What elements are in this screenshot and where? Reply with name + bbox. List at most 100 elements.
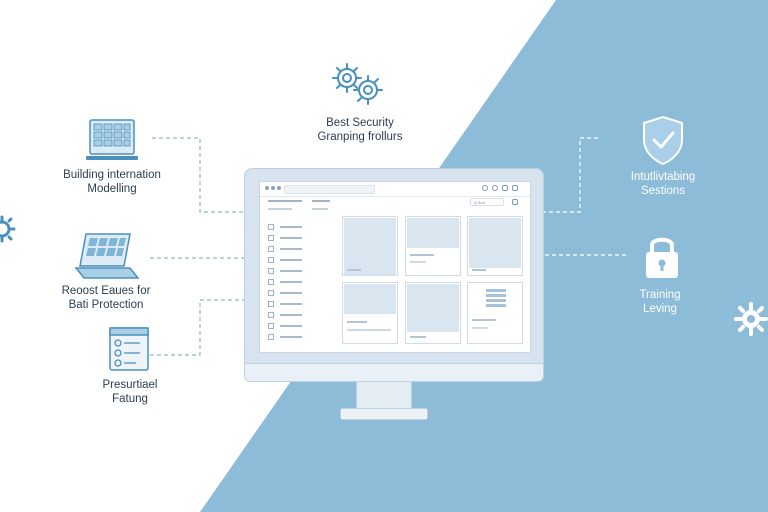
content-card[interactable] xyxy=(467,216,523,276)
card-thumbnail xyxy=(344,284,396,314)
sidebar-item[interactable] xyxy=(268,334,308,340)
label-left-bottom-line2: Fatung xyxy=(112,393,148,405)
sidebar-header-bar xyxy=(268,200,302,202)
sidebar-item[interactable] xyxy=(268,268,308,274)
checklist-window-icon xyxy=(109,327,149,371)
content-card[interactable] xyxy=(467,282,523,344)
connector-left-bottom xyxy=(150,299,244,356)
label-right-mid: Training Leving xyxy=(610,288,710,316)
label-right-mid-line2: Leving xyxy=(643,303,677,315)
sidebar-item[interactable] xyxy=(268,235,308,241)
shield-check-icon xyxy=(643,115,683,166)
window-dot xyxy=(265,186,269,190)
sidebar-item-icon xyxy=(268,290,274,296)
label-right-top: Intutlivtabing Sestions xyxy=(598,170,728,198)
sidebar-item-text xyxy=(280,303,302,305)
gear-icon-left-edge xyxy=(0,215,16,243)
label-left-mid: Reoost Eaues for Bati Protection xyxy=(36,284,176,312)
card-title-bar xyxy=(347,321,367,323)
address-bar[interactable] xyxy=(284,185,375,194)
window-dot xyxy=(271,186,275,190)
connector-left-top xyxy=(152,137,244,213)
card-caption-bar xyxy=(472,269,486,271)
sidebar-item[interactable] xyxy=(268,312,308,318)
card-thumbnail xyxy=(407,284,459,332)
label-right-mid-line1: Training xyxy=(639,289,681,301)
label-right-top-line2: Sestions xyxy=(640,185,686,197)
sidebar-item-icon xyxy=(268,334,274,340)
card-thumbnail xyxy=(407,218,459,248)
sidebar-header-bar xyxy=(312,208,328,210)
label-left-bottom: Presurtiael Fatung xyxy=(70,378,190,406)
monitor-neck xyxy=(356,382,412,408)
sidebar-item-icon xyxy=(268,246,274,252)
sidebar-item[interactable] xyxy=(268,257,308,263)
sidebar-item-text xyxy=(280,237,302,239)
card-grid-thumbnail xyxy=(486,287,506,307)
sidebar-item[interactable] xyxy=(268,224,308,230)
sidebar-item-text xyxy=(280,248,302,250)
sidebar-item-icon xyxy=(268,301,274,307)
sidebar-item-icon xyxy=(268,323,274,329)
sidebar-item[interactable] xyxy=(268,290,308,296)
card-thumbnail xyxy=(344,218,396,275)
monitor-bezel: Q find xyxy=(244,168,544,364)
label-left-top: Building internation Modelling xyxy=(44,168,180,196)
sidebar-item-text xyxy=(280,281,302,283)
card-text-bar xyxy=(472,327,488,329)
connector-right-top xyxy=(544,137,598,213)
sidebar-item-text xyxy=(280,292,302,294)
refresh-icon[interactable] xyxy=(492,185,498,191)
card-text-bar xyxy=(410,261,426,263)
label-left-top-line1: Building internation xyxy=(63,169,161,181)
monitor-screen: Q find xyxy=(259,181,531,353)
sidebar-item-icon xyxy=(268,224,274,230)
window-dot xyxy=(277,186,281,190)
card-caption-bar xyxy=(347,269,361,271)
search-input[interactable]: Q find xyxy=(470,198,504,206)
label-top-center-line2: Granping frollurs xyxy=(317,131,403,143)
label-right-top-line1: Intutlivtabing xyxy=(630,171,696,183)
sidebar-item-text xyxy=(280,226,302,228)
sidebar-item-text xyxy=(280,259,302,261)
gear-icon-right-edge xyxy=(734,302,768,336)
content-card[interactable] xyxy=(342,282,398,344)
sidebar-item-icon xyxy=(268,235,274,241)
sidebar-item[interactable] xyxy=(268,301,308,307)
sidebar-header-bar xyxy=(312,200,330,202)
gears-icon xyxy=(332,63,383,105)
settings-icon[interactable] xyxy=(502,185,508,191)
card-text-bar xyxy=(347,329,391,331)
label-top-center: Best Security Granping frollurs xyxy=(290,116,430,144)
sidebar-item[interactable] xyxy=(268,246,308,252)
label-top-center-line1: Best Security xyxy=(326,117,394,129)
content-card[interactable] xyxy=(405,216,461,276)
browser-toolbar xyxy=(260,182,530,197)
padlock-icon xyxy=(646,237,678,278)
sidebar-item-icon xyxy=(268,257,274,263)
sidebar-header-bar xyxy=(268,208,292,210)
content-card[interactable] xyxy=(342,216,398,276)
monitor-base xyxy=(340,408,428,420)
sidebar-item-icon xyxy=(268,312,274,318)
label-left-top-line2: Modelling xyxy=(87,183,137,195)
card-title-bar xyxy=(410,254,434,256)
content-card[interactable] xyxy=(405,282,461,344)
monitor-chin xyxy=(244,364,544,382)
desktop-monitor: Q find xyxy=(244,168,544,382)
sidebar-item[interactable] xyxy=(268,323,308,329)
laptop-icon xyxy=(74,233,140,279)
label-left-mid-line2: Bati Protection xyxy=(68,299,144,311)
back-icon[interactable] xyxy=(482,185,488,191)
card-caption-bar xyxy=(410,336,426,338)
label-left-bottom-line1: Presurtiael xyxy=(102,379,158,391)
grid-display-icon xyxy=(86,119,138,160)
sidebar-item-text xyxy=(280,336,302,338)
sidebar-item-text xyxy=(280,314,302,316)
trash-icon[interactable] xyxy=(512,199,518,205)
sidebar-item-icon xyxy=(268,268,274,274)
menu-icon[interactable] xyxy=(512,185,518,191)
sidebar-item[interactable] xyxy=(268,279,308,285)
sidebar-item-icon xyxy=(268,279,274,285)
